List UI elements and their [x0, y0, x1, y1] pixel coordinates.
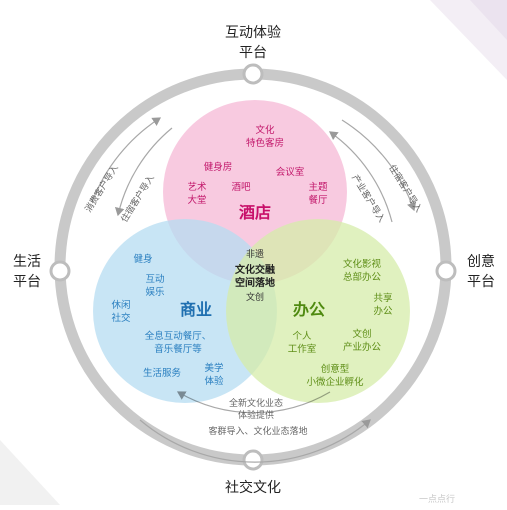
flow-arrow-right-inner	[329, 131, 393, 223]
center-top: 非遗	[246, 248, 264, 260]
hotel-item: 文化	[255, 124, 275, 136]
corner-decoration	[470, 0, 507, 40]
hotel-item: 大堂	[187, 194, 206, 206]
platform-top-line1: 互动体验	[225, 25, 281, 41]
platform-left-line2: 平台	[13, 274, 41, 290]
office-item: 创意型	[321, 363, 350, 375]
ring-node-right	[435, 260, 457, 282]
platform-right-line1: 创意	[467, 253, 495, 270]
commerce-item: 健身	[133, 253, 152, 265]
office-item: 个人	[292, 331, 312, 342]
commerce-circle	[93, 219, 277, 403]
office-circle	[226, 219, 410, 403]
hotel-item: 特色客房	[246, 137, 284, 149]
watermark: 一点点行	[419, 493, 455, 505]
corner-decoration	[430, 0, 507, 80]
hotel-item: 健身房	[204, 161, 233, 173]
hotel-item: 艺术	[187, 181, 207, 193]
office-title: 办公	[293, 300, 325, 319]
commerce-item: 美学	[204, 362, 223, 374]
flow-arrow-right-outer	[341, 119, 417, 212]
flow-text-left-inner: 住宿客户导入	[118, 172, 157, 224]
commerce-item: 娱乐	[145, 286, 165, 298]
platform-top-line2: 平台	[239, 45, 267, 61]
office-item: 总部办公	[343, 271, 382, 283]
hotel-title: 酒店	[239, 203, 271, 222]
hotel-item: 主题	[308, 181, 328, 193]
commerce-item: 社交	[111, 312, 131, 324]
platform-right-line2: 平台	[467, 274, 495, 290]
center-main-line1: 文化交融	[235, 263, 275, 276]
flow-arrow-left-outer	[91, 117, 162, 203]
corner-decoration	[0, 440, 60, 505]
office-item: 办公	[373, 305, 393, 317]
commerce-item: 体验	[204, 375, 224, 387]
center-main-line2: 空间落地	[235, 276, 275, 289]
office-item: 小微企业孵化	[306, 376, 364, 388]
ring-node-top	[242, 63, 264, 85]
office-item: 工作室	[288, 343, 317, 355]
commerce-item: 音乐餐厅等	[154, 343, 202, 355]
hotel-item: 餐厅	[308, 194, 328, 206]
commerce-title: 商业	[180, 300, 212, 319]
flow-text-right-inner: 产业客户导入	[349, 172, 388, 224]
commerce-item: 生活服务	[143, 367, 182, 379]
office-item: 文化影视	[343, 258, 382, 270]
platform-bottom: 社交文化	[225, 479, 281, 496]
office-item: 产业办公	[343, 341, 382, 353]
hotel-item: 会议室	[276, 166, 305, 178]
commerce-item: 休闲	[111, 299, 130, 311]
commerce-item: 全息互动餐厅、	[145, 330, 212, 342]
office-item: 文创	[352, 328, 371, 340]
flow-arrow-left-inner	[114, 127, 173, 217]
ring-node-left	[49, 260, 71, 282]
flow-text-bottom-inner-2: 体验提供	[238, 409, 274, 421]
flow-arrow-bottom-outer	[139, 419, 371, 463]
center-bottom: 文创	[246, 291, 264, 303]
ring-node-bottom	[242, 449, 264, 471]
hotel-item: 酒吧	[231, 182, 251, 193]
office-item: 共享	[373, 292, 392, 304]
platform-left-line1: 生活	[13, 254, 41, 270]
flow-text-bottom-inner-1: 全新文化业态	[229, 397, 283, 409]
flow-text-bottom-outer: 客群导入、文化业态落地	[208, 425, 307, 437]
commerce-item: 互动	[145, 274, 164, 285]
